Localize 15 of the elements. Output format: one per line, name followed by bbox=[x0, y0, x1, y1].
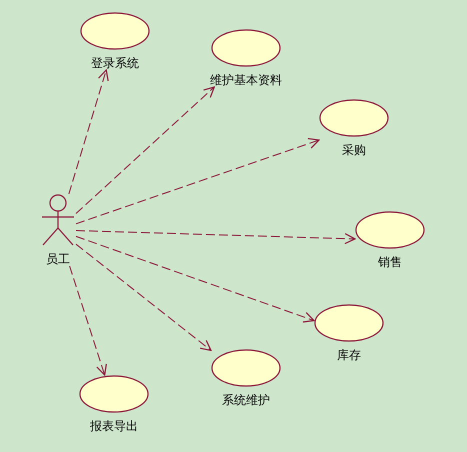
dependency-arrow bbox=[76, 86, 215, 214]
dependency-arrow bbox=[69, 266, 107, 376]
use-case-label: 系统维护 bbox=[222, 393, 270, 407]
use-case-label: 库存 bbox=[337, 348, 361, 362]
use-case-label: 采购 bbox=[342, 143, 366, 157]
use-case-label: 维护基本资料 bbox=[210, 73, 282, 87]
dependency-arrow bbox=[68, 69, 109, 194]
dependency-arrow bbox=[76, 138, 320, 224]
dependency-arrow bbox=[76, 236, 315, 323]
use-case-label: 登录系统 bbox=[91, 56, 139, 70]
use-case-label: 销售 bbox=[378, 255, 402, 269]
use-case-label: 报表导出 bbox=[90, 419, 138, 433]
dependency-arrow bbox=[76, 244, 212, 352]
dependency-arrow bbox=[76, 230, 356, 244]
actor-name: 员工 bbox=[46, 252, 70, 266]
